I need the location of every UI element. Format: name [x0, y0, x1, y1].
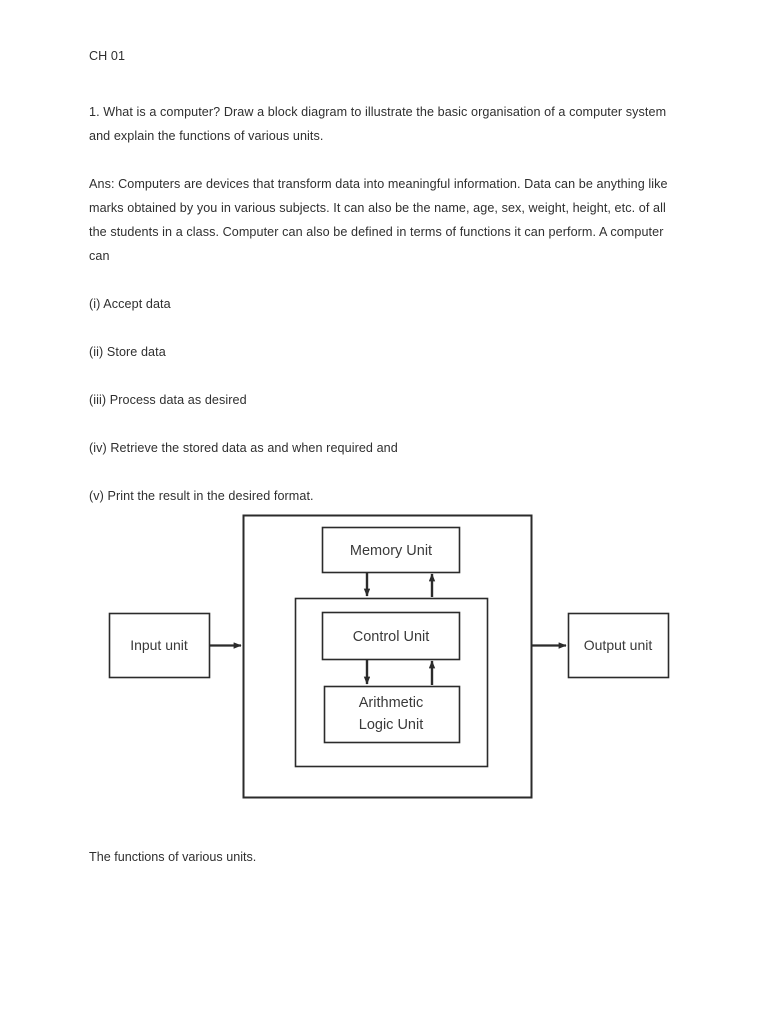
control-unit-box	[321, 611, 461, 661]
spacer	[89, 316, 671, 340]
page-title: CH 01	[89, 49, 126, 63]
capability-item-3: (iii) Process data as desired	[89, 393, 247, 407]
spacer	[89, 412, 671, 436]
spacer	[89, 460, 671, 484]
capability-item-5: (v) Print the result in the desired form…	[89, 489, 314, 503]
question-text: 1. What is a computer? Draw a block diag…	[89, 105, 667, 143]
memory-unit-box	[321, 526, 461, 574]
closing-text: The functions of various units.	[89, 850, 257, 864]
spacer	[89, 268, 671, 292]
capability-item-1: (i) Accept data	[89, 297, 171, 311]
input-unit-box	[108, 612, 211, 679]
capability-item-4: (iv) Retrieve the stored data as and whe…	[89, 441, 398, 455]
output-unit-label: Output unit	[584, 637, 653, 653]
answer-text: Ans: Computers are devices that transfor…	[89, 177, 668, 263]
capability-item-2: (ii) Store data	[89, 345, 166, 359]
control-unit-label: Control Unit	[353, 629, 430, 645]
spacer	[89, 364, 671, 388]
alu-label-line2: Logic Unit	[359, 717, 423, 733]
arithmetic-logic-unit-box	[323, 685, 461, 744]
spacer	[89, 68, 671, 100]
input-unit-label: Input unit	[130, 637, 188, 653]
spacer	[89, 148, 671, 172]
system-boundary-box	[242, 514, 533, 799]
cpu-boundary-box	[294, 597, 489, 768]
alu-label-line1: Arithmetic	[359, 695, 423, 711]
memory-unit-label: Memory Unit	[350, 543, 432, 559]
document-text-body: CH 01 1. What is a computer? Draw a bloc…	[89, 44, 671, 508]
output-unit-box	[567, 612, 670, 679]
